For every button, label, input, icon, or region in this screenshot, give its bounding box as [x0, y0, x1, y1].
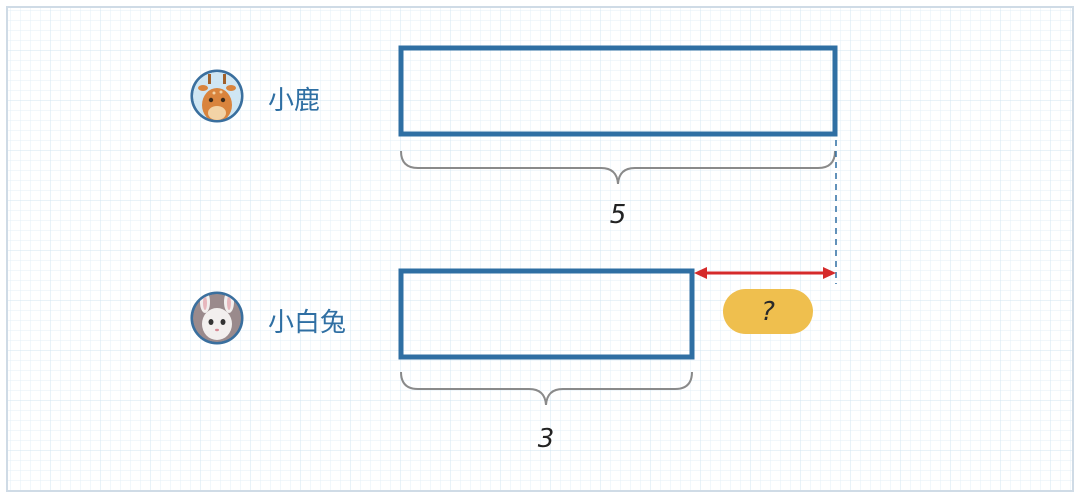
difference-question-badge: ? [723, 289, 813, 334]
frame-border [6, 6, 1074, 492]
rabbit-label: 小白兔 [268, 308, 347, 338]
rabbit-value-label: 3 [537, 424, 555, 454]
rabbit-avatar-icon [190, 291, 244, 345]
deer-avatar-icon [190, 69, 244, 123]
grid-background [7, 7, 1073, 491]
deer-label: 小鹿 [268, 86, 321, 116]
deer-value-label: 5 [609, 200, 627, 230]
deer-brace [400, 150, 836, 185]
deer-bar [398, 45, 838, 137]
difference-arrow [694, 267, 836, 279]
rabbit-brace [400, 371, 693, 406]
question-mark-text: ? [761, 296, 775, 327]
rabbit-bar [398, 268, 695, 360]
